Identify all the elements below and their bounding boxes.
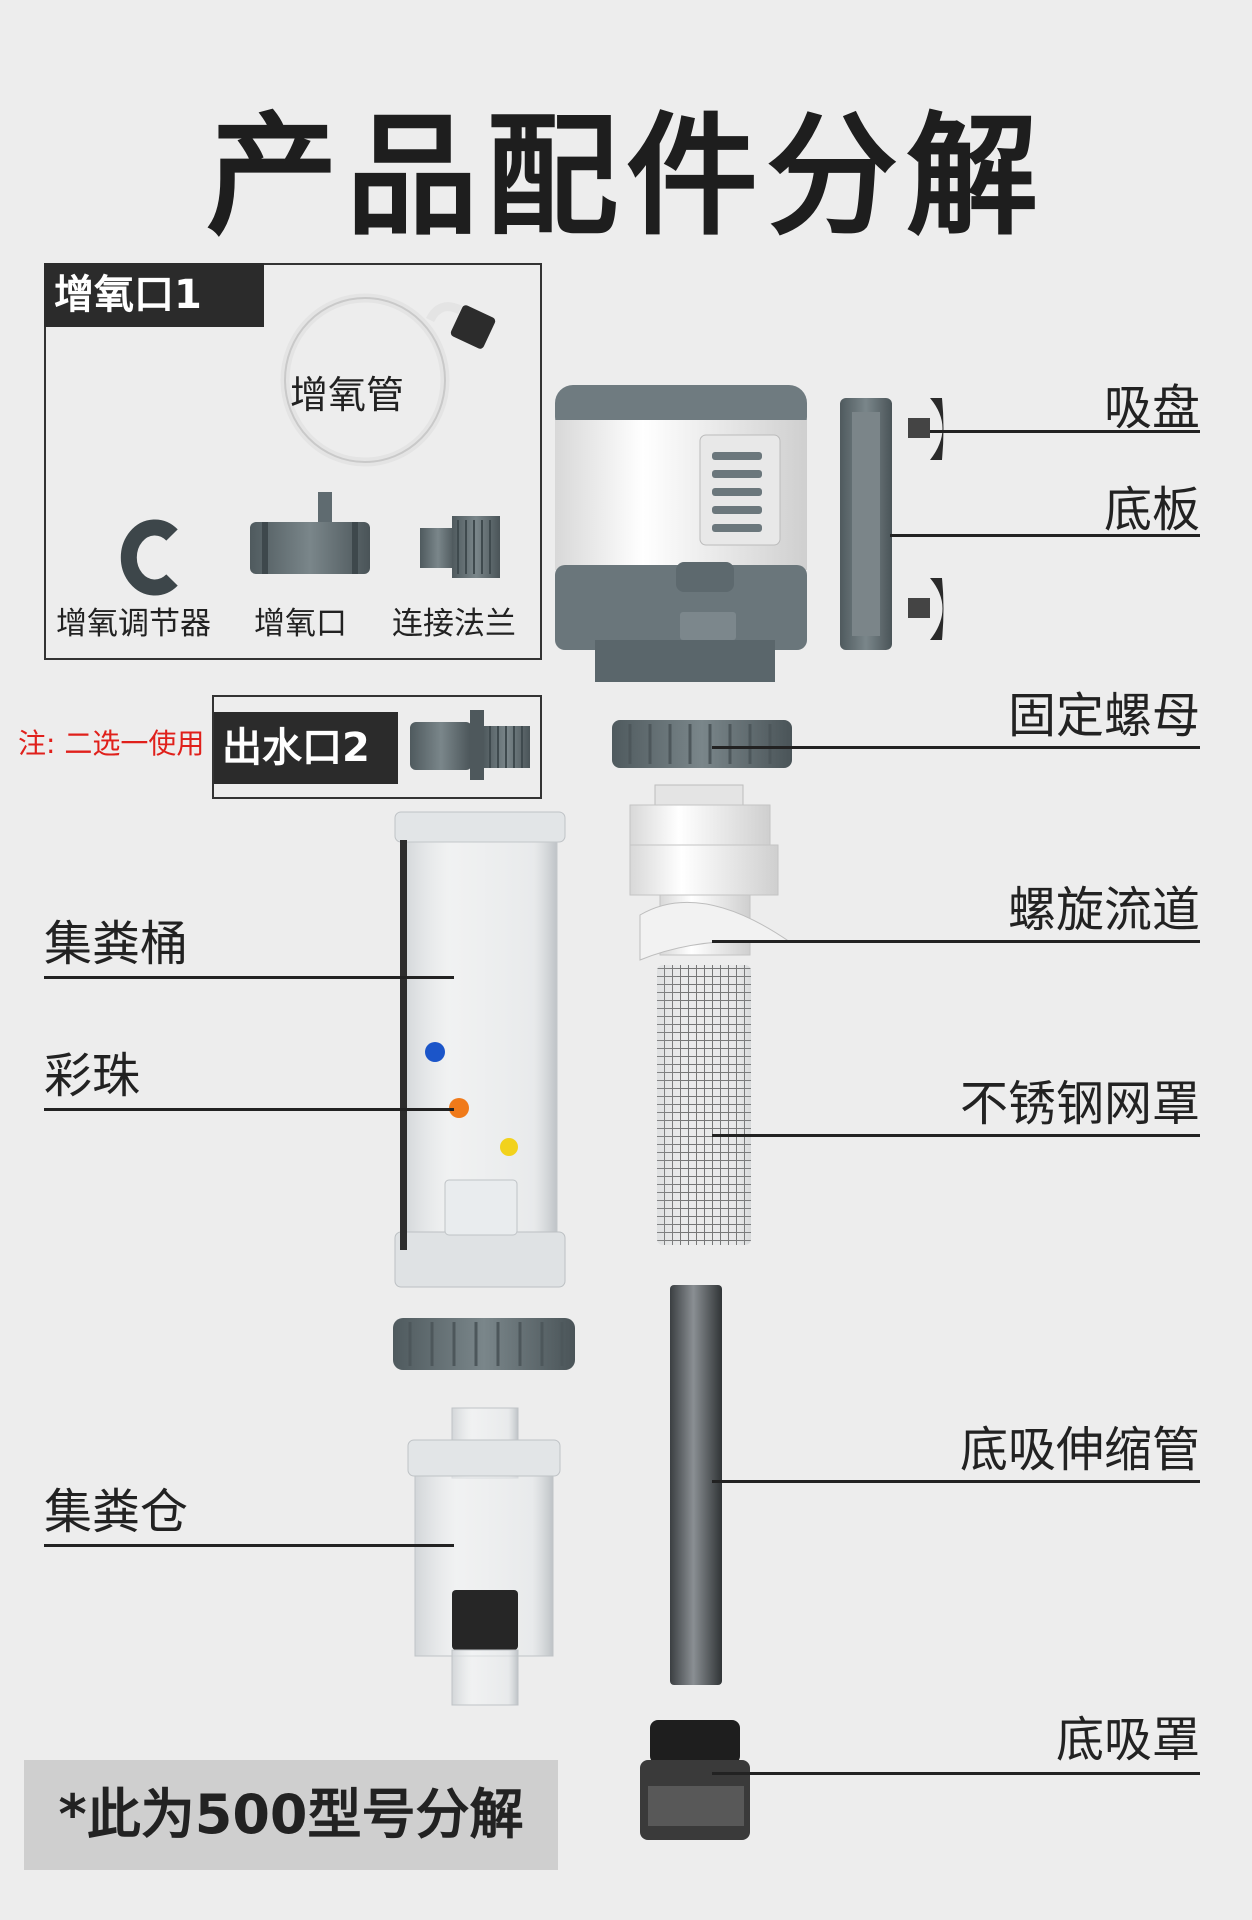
oxygen-kit-tag: 增氧口1 <box>44 263 264 327</box>
oxygen-inlet-label: 增氧口 <box>254 606 347 642</box>
oxygen-hose-icon <box>280 293 496 467</box>
outlet-nozzle-icon <box>410 710 530 780</box>
oxygen-regulator-icon <box>120 519 178 596</box>
base-plate-label: 底板 <box>1103 482 1200 538</box>
cover-leader-line <box>712 1772 1200 1775</box>
base-plate-leader-line <box>890 534 1200 537</box>
spiral-label: 螺旋流道 <box>1007 882 1200 938</box>
mesh-label: 不锈钢网罩 <box>959 1076 1200 1132</box>
connector-flange-icon <box>420 516 500 578</box>
mesh-leader-line <box>712 1134 1200 1137</box>
chamber-leader-line <box>44 1544 454 1547</box>
model-footnote: *此为500型号分解 <box>24 1760 558 1870</box>
telescopic-tube <box>670 1285 722 1685</box>
oxygen-hose-label: 增氧管 <box>290 373 405 417</box>
nut-leader-line <box>712 746 1200 749</box>
beads-label: 彩珠 <box>44 1048 141 1104</box>
nut-label: 固定螺母 <box>1007 688 1200 744</box>
cover-label: 底吸罩 <box>1055 1712 1200 1768</box>
bucket-label: 集粪桶 <box>44 916 189 972</box>
fixing-nut <box>612 720 792 768</box>
colored-beads <box>425 1042 518 1156</box>
spiral-channel <box>629 784 792 961</box>
collection-chamber <box>407 1407 561 1706</box>
suction-cup-bottom <box>908 578 944 640</box>
collection-bucket <box>394 811 566 1288</box>
chamber-label: 集粪仓 <box>44 1484 189 1540</box>
oxygen-regulator-label: 增氧调节器 <box>56 606 211 642</box>
tube-leader-line <box>712 1480 1200 1483</box>
suction-cup-leader-line <box>930 430 1200 433</box>
bottom-cover <box>640 1720 750 1840</box>
base-plate <box>840 398 892 650</box>
outlet-panel <box>212 695 542 799</box>
lower-nut <box>393 1318 575 1370</box>
oxygen-inlet-icon <box>250 492 370 574</box>
pump-head <box>555 385 807 682</box>
choice-note: 注: 二选一使用 <box>18 727 205 760</box>
suction-cup-label: 吸盘 <box>1103 380 1200 436</box>
connector-flange-label: 连接法兰 <box>392 606 516 642</box>
oxygen-kit-panel <box>44 263 542 660</box>
spiral-leader-line <box>712 940 1200 943</box>
suction-cup-top <box>908 398 944 460</box>
bucket-leader-line <box>44 976 454 979</box>
page-title: 产品配件分解 <box>206 100 1046 254</box>
mesh-cover <box>657 965 751 1245</box>
beads-leader-line <box>44 1108 454 1111</box>
outlet-tag: 出水口2 <box>214 712 398 784</box>
tube-label: 底吸伸缩管 <box>959 1422 1200 1478</box>
